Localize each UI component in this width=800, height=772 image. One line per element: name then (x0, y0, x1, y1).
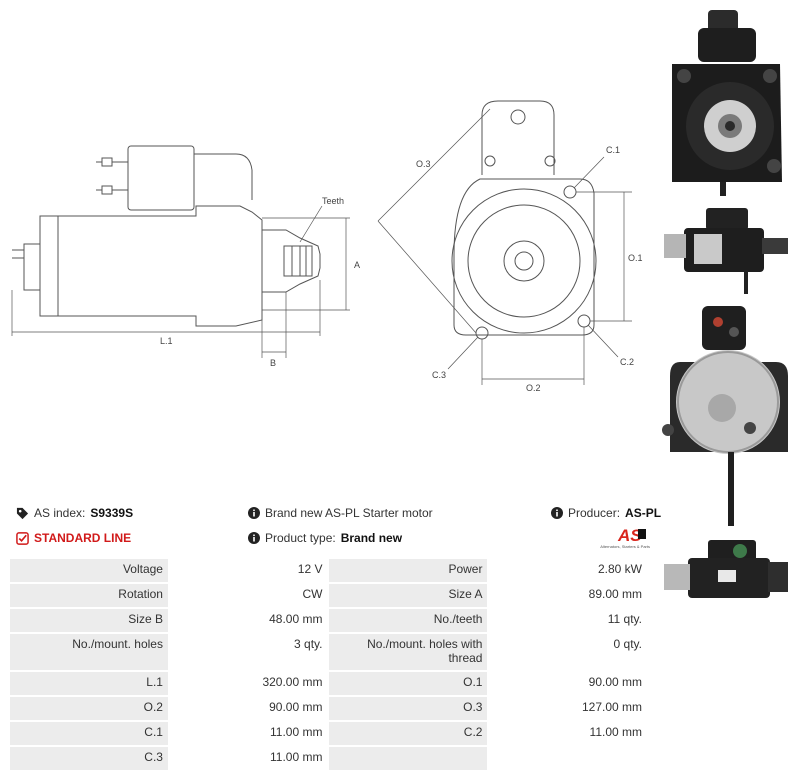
spec-value: 127.00 mm (489, 697, 647, 720)
spec-label: O.3 (329, 697, 488, 720)
label-teeth: Teeth (322, 196, 344, 206)
product-type-label: Product type: (265, 531, 336, 545)
spec-label: No./teeth (329, 609, 488, 632)
product-photo-front[interactable] (658, 6, 794, 196)
spec-value: 320.00 mm (169, 672, 328, 695)
spec-value: CW (169, 584, 328, 607)
product-type: Product type: Brand new (248, 531, 402, 545)
spec-value: 2.80 kW (489, 559, 647, 582)
product-photo-side-small[interactable] (658, 204, 794, 296)
as-index-value: S9339S (90, 506, 134, 520)
spec-value: 11.00 mm (169, 747, 328, 770)
logo-tagline: Alternators, Starters & Parts (600, 544, 650, 549)
front-view-drawing: O.3 C.1 O.1 C.2 C.3 O.2 (377, 100, 643, 393)
spec-label: No./mount. holes (10, 634, 168, 670)
spec-value: 11.00 mm (489, 722, 647, 745)
label-c3: C.3 (432, 370, 446, 380)
spec-label: Voltage (10, 559, 168, 582)
product-photo-side-large[interactable] (658, 536, 794, 610)
producer: Producer: AS-PL (551, 506, 661, 520)
label-o1: O.1 (628, 253, 643, 263)
as-logo-mark: AS (617, 526, 646, 545)
standard-line-label: STANDARD LINE (34, 531, 132, 545)
spec-label: No./mount. holes with thread (329, 634, 488, 670)
description: Brand new AS-PL Starter motor (248, 506, 433, 520)
as-index-label: AS index: (34, 506, 86, 520)
info-icon (248, 507, 260, 519)
info-icon (248, 532, 260, 544)
producer-label: Producer: (568, 506, 621, 520)
spec-value: 90.00 mm (169, 697, 328, 720)
label-o2: O.2 (526, 383, 541, 393)
label-a: A (354, 260, 360, 270)
spec-value: 12 V (169, 559, 328, 582)
spec-label: Power (329, 559, 488, 582)
spec-value: 48.00 mm (169, 609, 328, 632)
as-pl-logo: AS Alternators, Starters & Parts (588, 523, 650, 553)
spec-value: 11.00 mm (169, 722, 328, 745)
spec-label: C.1 (10, 722, 168, 745)
spec-label: Size A (329, 584, 488, 607)
spec-value: 0 qty. (489, 634, 647, 670)
spec-value: 11 qty. (489, 609, 647, 632)
spec-label: O.2 (10, 697, 168, 720)
spec-value: 90.00 mm (489, 672, 647, 695)
spec-label: Size B (10, 609, 168, 632)
spec-label: Rotation (10, 584, 168, 607)
svg-text:AS: AS (617, 526, 642, 545)
spec-value (489, 747, 647, 770)
as-index: AS index: S9339S (16, 506, 133, 520)
spec-label: L.1 (10, 672, 168, 695)
side-view-drawing: Teeth A L.1 B (11, 145, 360, 368)
product-photo-rear[interactable] (658, 302, 794, 534)
product-type-value: Brand new (340, 531, 403, 545)
producer-value: AS-PL (625, 506, 662, 520)
spec-label: O.1 (329, 672, 488, 695)
spec-value: 89.00 mm (489, 584, 647, 607)
label-c1: C.1 (606, 145, 620, 155)
checkbox-check-icon (16, 531, 29, 545)
info-icon (551, 507, 563, 519)
spec-label: C.2 (329, 722, 488, 745)
label-c2: C.2 (620, 357, 634, 367)
spec-value: 3 qty. (169, 634, 328, 670)
description-text: Brand new AS-PL Starter motor (265, 506, 433, 520)
label-o3: O.3 (416, 159, 431, 169)
spec-label: C.3 (10, 747, 168, 770)
label-l1: L.1 (160, 336, 173, 346)
standard-line: STANDARD LINE (16, 531, 131, 545)
spec-label (329, 747, 488, 770)
tag-icon (16, 507, 29, 520)
label-b: B (270, 358, 276, 368)
